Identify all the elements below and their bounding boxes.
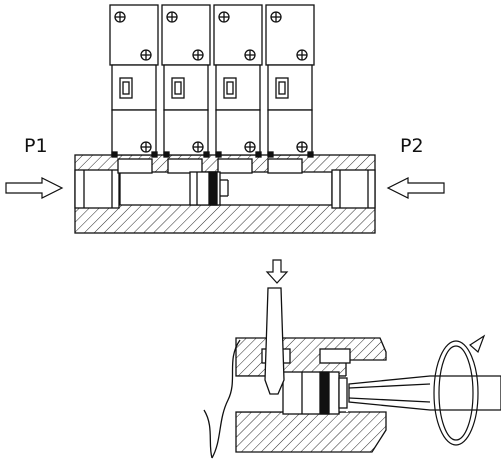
valve-3	[213, 4, 263, 158]
valve-4	[265, 4, 315, 158]
label-p2: P2	[400, 135, 424, 157]
detail-plug	[282, 371, 348, 415]
valve-1	[109, 4, 159, 158]
label-p1: P1	[24, 135, 48, 157]
valve-2	[161, 4, 211, 158]
arrow-p1-in-icon	[5, 177, 64, 199]
rotation-arrow-icon	[433, 334, 486, 446]
arrow-down-icon	[265, 259, 289, 284]
screwdriver-horizontal	[348, 375, 501, 411]
manifold-block	[74, 154, 376, 234]
screwdriver-vertical	[264, 287, 285, 395]
arrow-p2-in-icon	[386, 177, 445, 199]
